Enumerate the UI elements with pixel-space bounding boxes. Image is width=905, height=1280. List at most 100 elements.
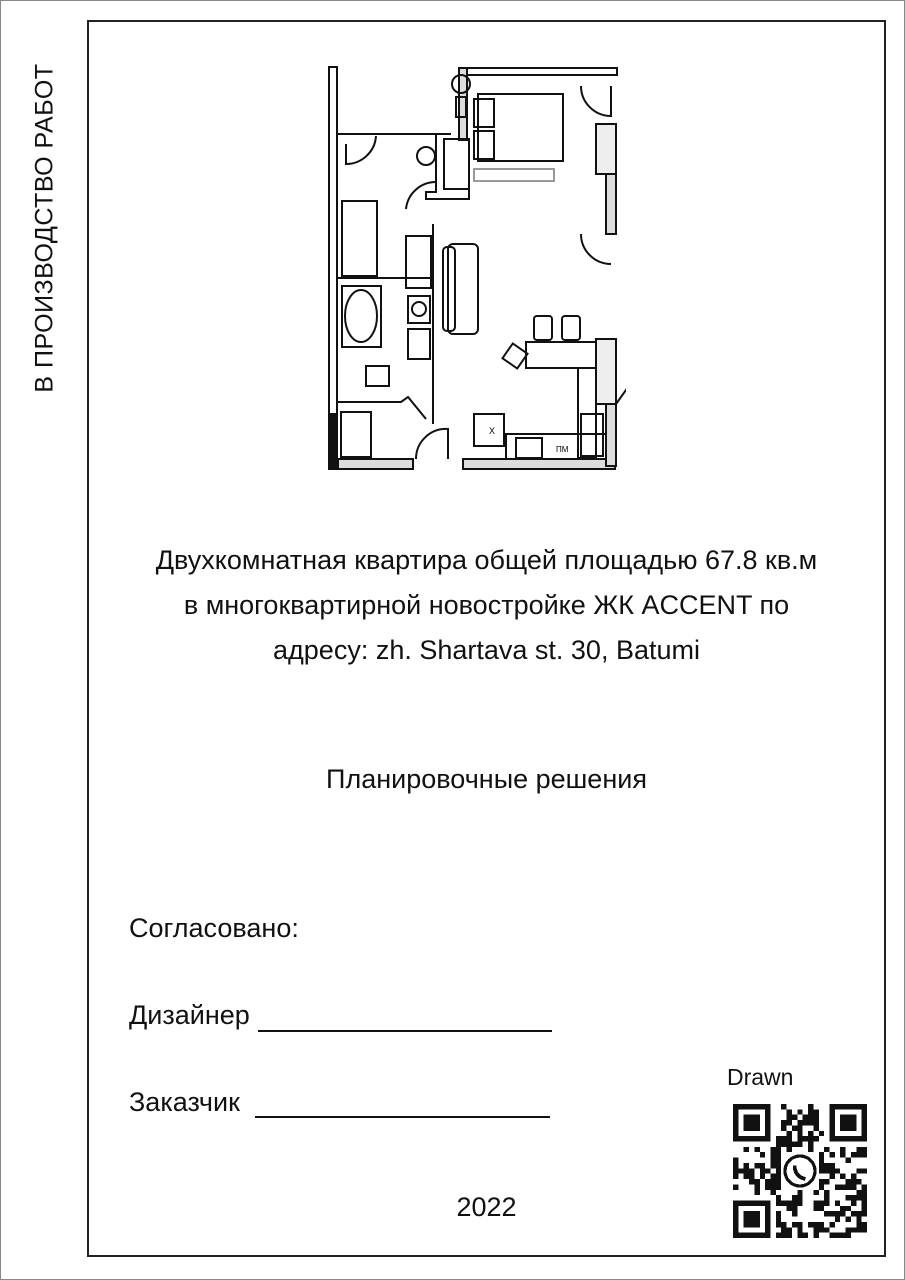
qr-module (786, 1136, 792, 1142)
qr-module (824, 1168, 830, 1174)
washer (407, 295, 431, 324)
door-living-balcony (580, 233, 612, 265)
east-wall-mid (605, 173, 617, 235)
qr-module (765, 1168, 771, 1174)
qr-module (850, 1184, 857, 1190)
fridge (473, 413, 505, 447)
qr-module (797, 1120, 803, 1126)
island (525, 341, 597, 369)
qr-module (850, 1195, 857, 1201)
qr-module (845, 1179, 851, 1185)
qr-module (813, 1232, 819, 1238)
closet (405, 235, 432, 289)
qr-module (808, 1104, 814, 1110)
qr-module (791, 1200, 798, 1206)
qr-module (856, 1168, 862, 1174)
qr-module (829, 1168, 835, 1174)
qr-module (856, 1146, 862, 1153)
phone-icon (792, 1165, 806, 1181)
qr-module (775, 1162, 782, 1169)
qr-module (770, 1179, 776, 1185)
qr-module (770, 1189, 776, 1196)
qr-module (733, 1184, 739, 1190)
bathtub-basin (344, 289, 378, 343)
bath-partitions (336, 224, 434, 424)
qr-module (797, 1136, 803, 1142)
qr-module (749, 1168, 755, 1174)
qr-module (759, 1162, 766, 1169)
wc-partition (336, 395, 427, 420)
qr-module (856, 1189, 862, 1196)
sofa (447, 243, 479, 335)
qr-module (770, 1162, 776, 1169)
qr-module (840, 1146, 846, 1153)
qr-module (765, 1179, 771, 1185)
qr-module (781, 1125, 787, 1131)
qr-module (802, 1120, 809, 1126)
qr-module (754, 1179, 760, 1185)
qr-module (829, 1162, 835, 1169)
qr-module (797, 1232, 803, 1238)
qr-module (786, 1232, 792, 1238)
qr-module (781, 1104, 787, 1110)
qr-module (743, 1168, 750, 1174)
qr-module (733, 1162, 739, 1169)
qr-module (856, 1221, 862, 1228)
qr-module (775, 1157, 782, 1163)
qr-module (781, 1141, 787, 1147)
qr-module (861, 1146, 867, 1153)
qr-module (818, 1205, 825, 1212)
qr-module (808, 1114, 814, 1121)
client-label: Заказчик (129, 1087, 240, 1117)
qr-module (845, 1157, 851, 1163)
qr-module (813, 1120, 819, 1126)
kitchen-sink (580, 413, 604, 457)
qr-module (850, 1227, 857, 1233)
qr-module (781, 1136, 787, 1142)
qr-module (861, 1189, 867, 1196)
approval-heading: Согласовано: (129, 913, 299, 943)
qr-module (834, 1211, 841, 1217)
stool (533, 315, 553, 341)
qr-module (786, 1114, 792, 1121)
qr-module (775, 1200, 782, 1206)
qr-module (770, 1146, 776, 1153)
floor-plan: Х ПМ (328, 66, 626, 470)
qr-module (802, 1114, 809, 1121)
qr-module (856, 1195, 862, 1201)
qr-module (840, 1152, 846, 1158)
washer-drum (411, 301, 427, 317)
qr-module (818, 1179, 825, 1185)
qr-module (840, 1184, 846, 1190)
qr-module (834, 1200, 841, 1206)
qr-module (786, 1205, 792, 1212)
qr-module (749, 1173, 755, 1180)
qr-module (743, 1162, 750, 1169)
door-bedroom-balcony (580, 85, 612, 118)
qr-module (797, 1189, 803, 1196)
qr-module (791, 1221, 798, 1228)
qr-module (797, 1195, 803, 1201)
door-entry (414, 427, 449, 460)
designer-label: Дизайнер (129, 1000, 250, 1030)
pillow (473, 98, 495, 128)
column-east (595, 123, 617, 175)
qr-module (770, 1173, 776, 1180)
qr-finder (743, 1211, 760, 1228)
south-wall-left (337, 458, 414, 470)
title-line: в многоквартирной новостройке ЖК ACCENT … (183, 590, 790, 620)
qr-module (733, 1168, 739, 1174)
boiler (455, 96, 467, 118)
qr-module (808, 1221, 814, 1228)
qr-module (797, 1227, 803, 1233)
qr-module (775, 1141, 782, 1147)
qr-module (808, 1141, 814, 1147)
qr-module (845, 1216, 851, 1222)
qr-module (802, 1232, 809, 1238)
year: 2022 (456, 1192, 517, 1222)
qr-module (829, 1152, 835, 1158)
qr-module (791, 1211, 798, 1217)
qr-module (781, 1227, 787, 1233)
qr-module (818, 1168, 825, 1174)
qr-module (829, 1232, 835, 1238)
